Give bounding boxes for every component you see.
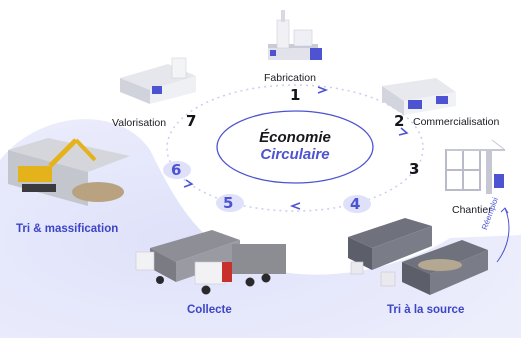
step-2-label: Commercialisation [413, 116, 500, 128]
center-ellipse [216, 110, 374, 184]
step-1-label: Fabrication [264, 72, 316, 84]
center-title: Économie Circulaire [218, 118, 372, 178]
sorting-bins-illustration [348, 218, 488, 295]
step-6-label: Tri & massification [16, 223, 119, 235]
badge-6 [163, 161, 191, 179]
step-6-number: 6 [171, 161, 182, 179]
center-title-line1: Économie [259, 129, 331, 146]
step-2-number: 2 [394, 112, 405, 130]
step-7-label: Valorisation [112, 117, 167, 129]
recovery-plant-illustration [120, 57, 196, 104]
step-3-label: Chantier [452, 204, 492, 216]
center-title-line2: Circulaire [260, 146, 330, 163]
factory-illustration [268, 10, 322, 60]
step-5-label: Collecte [187, 304, 232, 316]
step-7-number: 7 [186, 112, 197, 130]
step-4-label: Tri à la source [387, 304, 465, 316]
arrow-left-bottom [289, 202, 301, 210]
arrow-right-top [317, 86, 329, 94]
arrow-right-mid [398, 127, 409, 136]
store-illustration [382, 78, 456, 115]
arrow-left-mid [183, 179, 194, 188]
outer-dotted-ring [166, 84, 424, 212]
construction-site-illustration [445, 139, 506, 194]
excavator-illustration [8, 138, 130, 206]
step-1-number: 1 [290, 86, 301, 104]
step-3-number: 3 [409, 160, 420, 178]
badge-5 [216, 194, 244, 212]
badge-4 [343, 195, 371, 213]
collection-trucks-illustration [135, 230, 286, 295]
step-5-number: 5 [223, 194, 234, 212]
reemploi-arc [496, 207, 510, 263]
step-4-number: 4 [350, 195, 361, 213]
